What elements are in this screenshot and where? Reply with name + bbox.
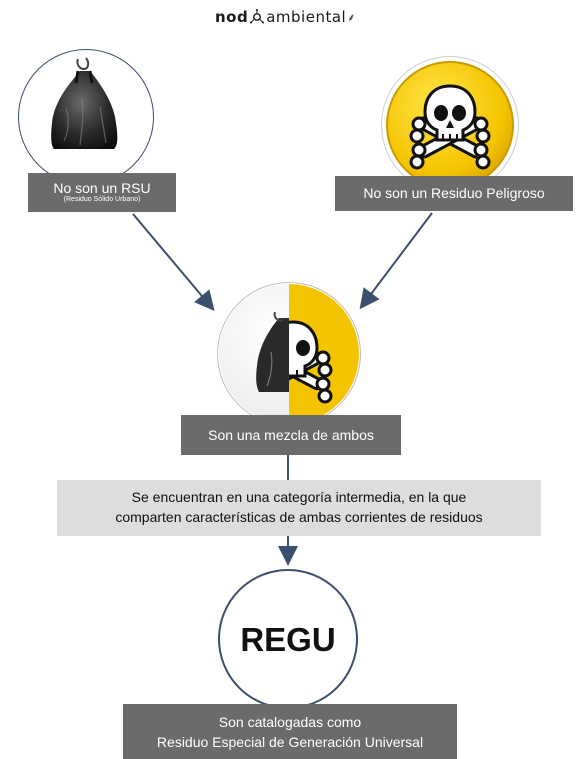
intermedia-info-box: Se encuentran en una categoría intermedi… — [57, 480, 541, 536]
network-node-icon — [249, 9, 265, 25]
leaf-icon: ⸙ — [347, 10, 356, 24]
rsu-label: No son un RSU — [53, 180, 151, 196]
regu-acronym: REGU — [240, 621, 336, 658]
peligroso-label-box: No son un Residuo Peligroso — [335, 176, 573, 211]
mezcla-circle — [217, 282, 361, 426]
arrow-peligroso-to-mezcla — [359, 212, 433, 310]
regu-label-box: Son catalogadas como Residuo Especial de… — [123, 704, 457, 759]
logo-text-part1: nod — [215, 8, 249, 26]
trash-bag-icon — [50, 56, 117, 149]
intermedia-line-1: Se encuentran en una categoría intermedi… — [131, 489, 467, 505]
regu-line-1: Son catalogadas como — [218, 714, 362, 730]
skull-crossbones-icon — [385, 60, 514, 189]
logo-text-part2: ambiental — [266, 8, 347, 26]
regu-circle: REGU — [218, 569, 358, 709]
intermedia-line-2: comparten características de ambas corri… — [115, 509, 483, 525]
peligroso-circle — [381, 56, 519, 194]
rsu-circle — [18, 49, 154, 185]
regu-line-2: Residuo Especial de Generación Universal — [156, 734, 424, 750]
brand-logo: nod ambiental ⸙ — [215, 4, 356, 30]
half-bag-half-skull-icon — [218, 283, 359, 424]
mezcla-label-box: Son una mezcla de ambos — [181, 415, 401, 455]
peligroso-label: No son un Residuo Peligroso — [363, 185, 545, 201]
rsu-sublabel: (Residuo Sólido Urbano) — [63, 196, 141, 203]
mezcla-label: Son una mezcla de ambos — [208, 427, 374, 443]
arrow-rsu-to-mezcla — [132, 213, 215, 312]
rsu-label-box: No son un RSU (Residuo Sólido Urbano) — [28, 173, 176, 212]
